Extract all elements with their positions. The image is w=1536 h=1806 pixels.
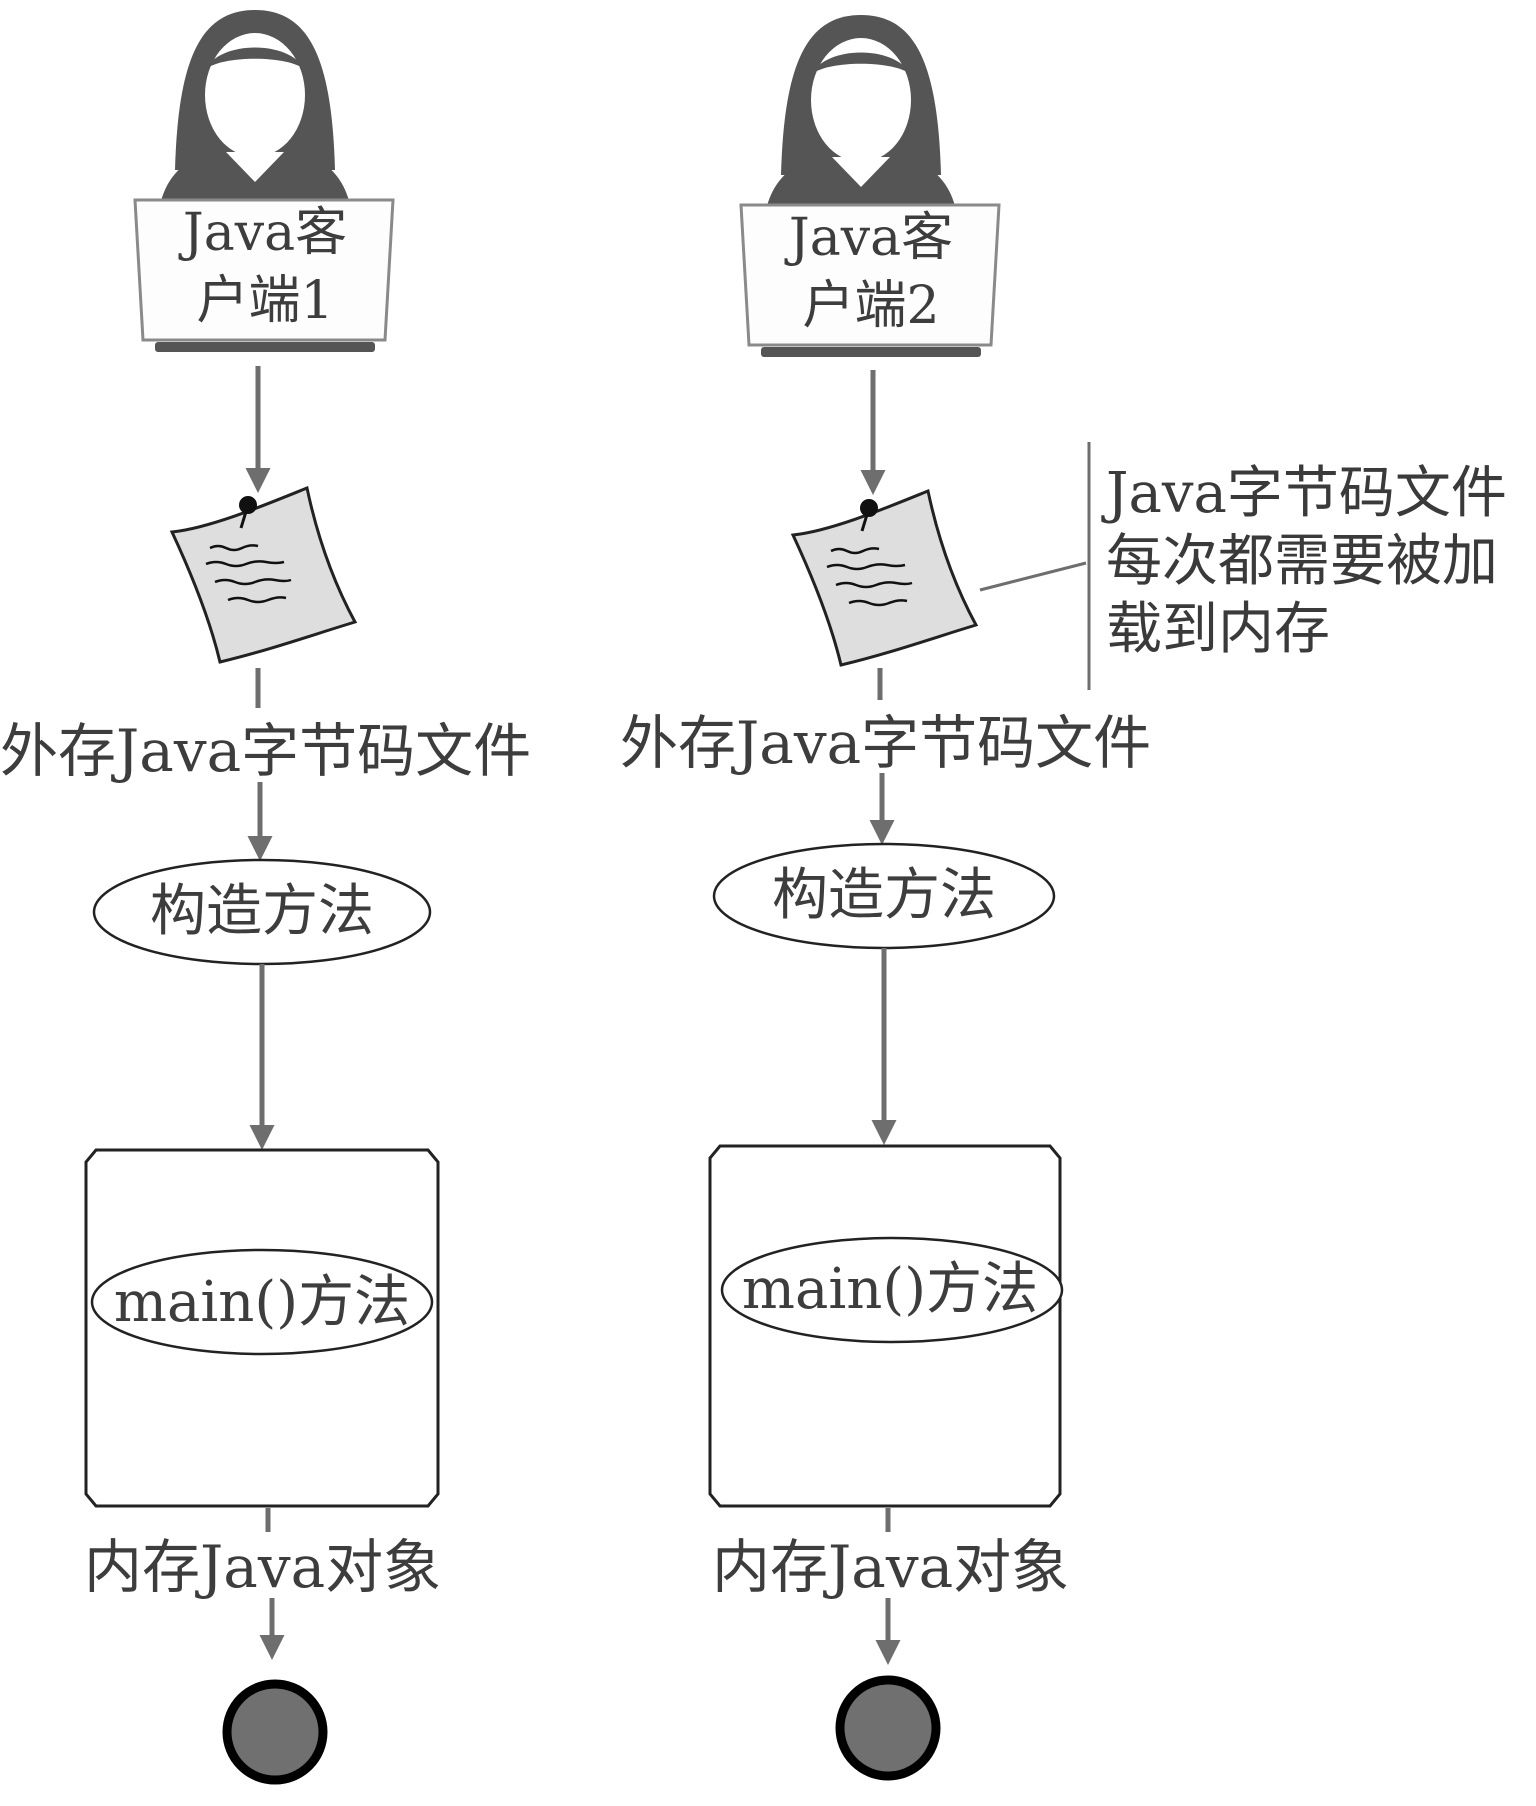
main-method-node-2 (720, 1236, 1064, 1344)
storage-file-label-1: 外存Java字节码文件 (0, 717, 532, 785)
end-node-2 (835, 1675, 941, 1781)
client-2 (708, 15, 1064, 1781)
main-method-label-1: main()方法 (113, 1270, 411, 1335)
annotation-line-3: 载到内存 (1106, 597, 1330, 662)
callout-leader-line (979, 561, 1087, 592)
storage-file-label-2: 外存Java字节码文件 (620, 709, 1152, 777)
document-icon (169, 485, 358, 664)
laptop-label-2: Java客 户端2 (788, 208, 954, 336)
main-method-node-1 (90, 1248, 434, 1356)
constructor-label-2: 构造方法 (772, 863, 996, 928)
user-laptop-icon (739, 15, 1001, 357)
annotation-text: Java字节码文件 每次都需要被加 载到内存 (1106, 460, 1507, 664)
annotation-line-2: 每次都需要被加 (1106, 529, 1498, 594)
document-icon (790, 488, 979, 667)
annotation-line-1: Java字节码文件 (1106, 461, 1507, 526)
main-method-label-2: main()方法 (741, 1257, 1039, 1322)
user-laptop-icon (133, 10, 395, 352)
constructor-label-1: 构造方法 (150, 879, 374, 944)
end-node-1 (222, 1679, 328, 1785)
client-1 (84, 10, 440, 1785)
laptop-label-1: Java客 户端1 (182, 203, 348, 331)
annotation-callout (979, 442, 1091, 690)
memory-object-label-1: 内存Java对象 (84, 1533, 442, 1601)
memory-object-label-2: 内存Java对象 (712, 1533, 1070, 1601)
